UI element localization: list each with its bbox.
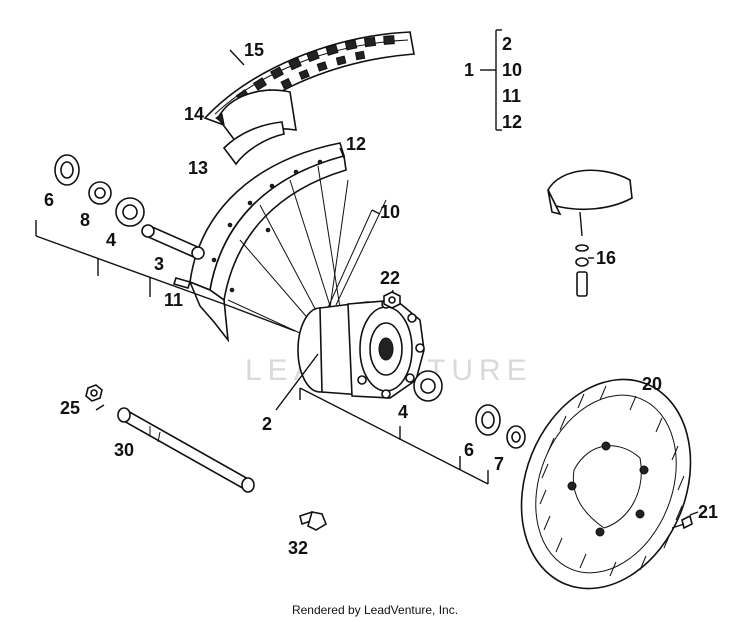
rim-band[interactable] — [222, 121, 285, 166]
label-spacer-right: 7 — [494, 454, 504, 474]
label-disc-bolt: 21 — [698, 502, 718, 522]
label-axle: 30 — [114, 440, 134, 460]
axle[interactable] — [117, 407, 255, 493]
bearing-left[interactable] — [115, 197, 145, 227]
kit-item-2: 10 — [502, 60, 522, 80]
disc-bolt[interactable] — [671, 514, 693, 530]
kit-item-1: 2 — [502, 34, 512, 54]
spokes[interactable] — [227, 165, 387, 341]
label-hub-nut: 22 — [380, 268, 400, 288]
bearing-inner-left[interactable] — [88, 181, 112, 205]
explode-lines — [35, 29, 699, 516]
label-bearing-group-left: 4 — [106, 230, 116, 250]
label-kit: 1 — [464, 60, 474, 80]
label-bearing-group-right: 4 — [398, 402, 408, 422]
valve[interactable] — [547, 169, 633, 297]
label-rim-band: 13 — [188, 158, 208, 178]
part-labels: 15 14 13 12 10 2 6 8 4 3 11 22 16 25 30 … — [44, 40, 718, 558]
kit-item-4: 12 — [502, 112, 522, 132]
label-seal-left: 6 — [44, 190, 54, 210]
kit-bracket: 1 2 10 11 12 — [464, 34, 522, 132]
label-seal-right: 6 — [464, 440, 474, 460]
seal-left[interactable] — [54, 154, 80, 186]
label-bearing-inner-left: 8 — [80, 210, 90, 230]
kit-item-3: 11 — [502, 86, 521, 106]
axle-bolt[interactable] — [299, 510, 327, 531]
label-nipple: 11 — [164, 290, 183, 310]
label-tube: 14 — [184, 104, 204, 124]
spacer-right[interactable] — [506, 425, 526, 449]
label-axle-nut: 25 — [60, 398, 80, 418]
label-valve: 16 — [596, 248, 616, 268]
label-tire: 15 — [244, 40, 264, 60]
spoke-nipple[interactable] — [172, 277, 192, 289]
label-brake-disc: 20 — [642, 374, 662, 394]
label-hub: 2 — [262, 414, 272, 434]
seal-right[interactable] — [475, 404, 501, 436]
bearing-right[interactable] — [413, 370, 443, 402]
hub[interactable] — [297, 299, 425, 399]
label-rim: 12 — [346, 134, 366, 154]
spacer-sleeve[interactable] — [141, 224, 205, 260]
label-spoke: 10 — [380, 202, 400, 222]
footer-credit: Rendered by LeadVenture, Inc. — [292, 603, 458, 617]
label-axle-bolt: 32 — [288, 538, 308, 558]
brake-disc[interactable] — [491, 354, 720, 614]
hub-nut[interactable] — [383, 291, 401, 309]
rim[interactable] — [188, 142, 347, 343]
label-spacer-sleeve: 3 — [154, 254, 164, 274]
axle-nut[interactable] — [85, 384, 103, 402]
